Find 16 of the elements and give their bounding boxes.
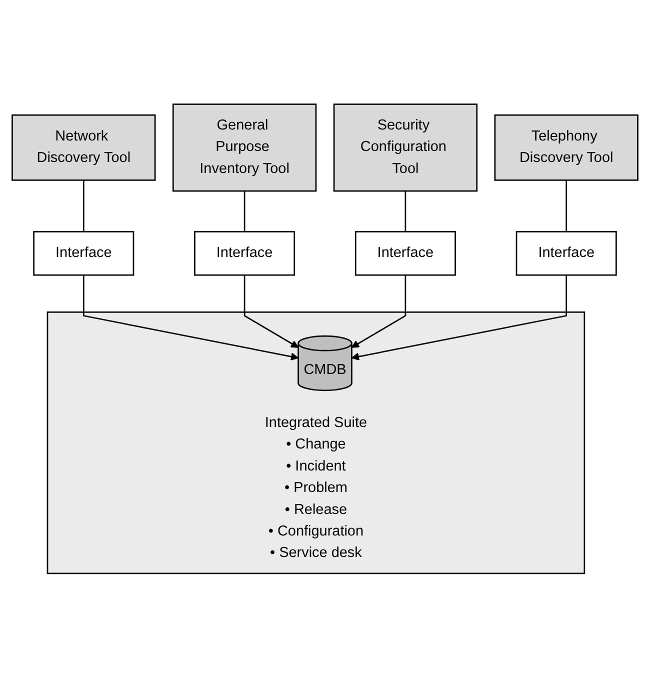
connector: [566, 180, 568, 232]
node-box: Telephony Discovery Tool: [494, 114, 638, 181]
arrow: [351, 275, 568, 361]
connector: [82, 180, 84, 232]
node-box: General Purpose Inventory Tool: [172, 104, 317, 192]
connector: [404, 191, 406, 232]
arrow: [351, 275, 406, 348]
arrow: [82, 275, 299, 361]
node-box: Interface: [354, 231, 456, 276]
node-box: Network Discovery Tool: [12, 114, 156, 181]
connector: [244, 191, 246, 232]
node-box: Interface: [194, 231, 296, 276]
node-box: Interface: [33, 231, 134, 276]
arrow: [244, 275, 299, 348]
node-box: Interface: [516, 231, 617, 276]
node-box: Security Configuration Tool: [333, 104, 478, 192]
